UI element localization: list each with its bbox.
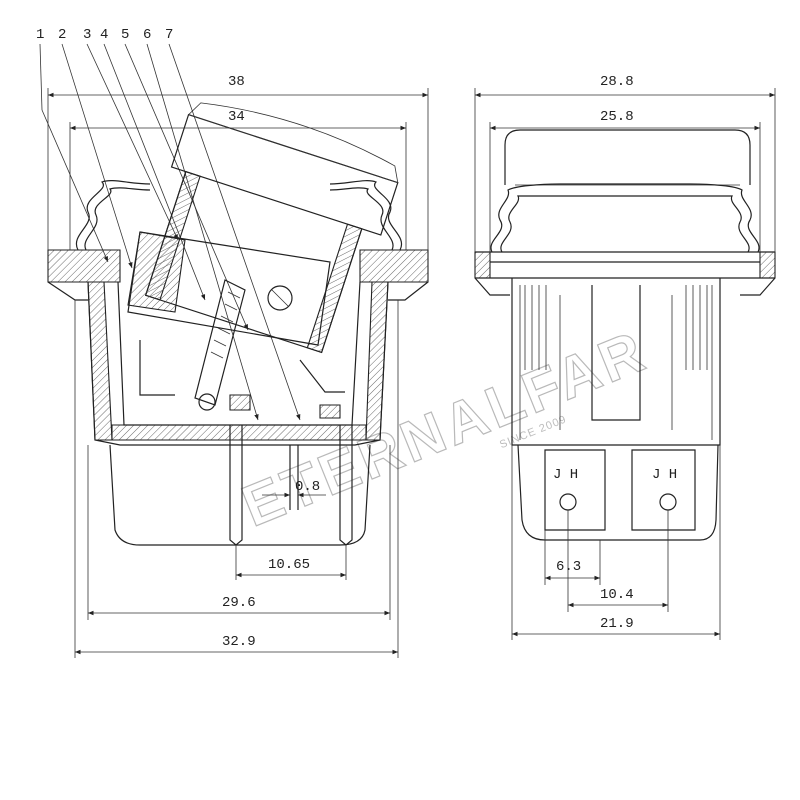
callout-4: 4 bbox=[100, 27, 108, 43]
right-side-view: J H J H bbox=[474, 129, 776, 541]
terminal-mark-left: J H bbox=[553, 467, 578, 483]
right-dimensions: 28.8 25.8 6.3 10.4 21.9 bbox=[474, 74, 776, 640]
callout-5: 5 bbox=[121, 27, 129, 43]
callout-1: 1 bbox=[36, 27, 44, 43]
callout-3: 3 bbox=[83, 27, 91, 43]
dim-29-6: 29.6 bbox=[222, 595, 256, 611]
dim-21-9: 21.9 bbox=[600, 616, 634, 632]
dim-28-8: 28.8 bbox=[600, 74, 634, 90]
callout-2: 2 bbox=[58, 27, 66, 43]
dim-34: 34 bbox=[228, 109, 245, 125]
dim-38: 38 bbox=[228, 74, 245, 90]
callout-7: 7 bbox=[165, 27, 173, 43]
callout-6: 6 bbox=[143, 27, 151, 43]
dim-0-8: 0.8 bbox=[295, 479, 320, 495]
dim-32-9: 32.9 bbox=[222, 634, 256, 650]
dim-10-4: 10.4 bbox=[600, 587, 634, 603]
dim-6-3: 6.3 bbox=[556, 559, 581, 575]
dim-25-8: 25.8 bbox=[600, 109, 634, 125]
left-dimensions: 38 34 0.8 10.65 29.6 32.9 bbox=[47, 74, 429, 658]
dim-10-65: 10.65 bbox=[268, 557, 310, 573]
terminal-mark-right: J H bbox=[652, 467, 677, 483]
callout-labels: 1 2 3 4 5 6 7 bbox=[36, 27, 173, 43]
callout-leaders bbox=[39, 43, 301, 421]
